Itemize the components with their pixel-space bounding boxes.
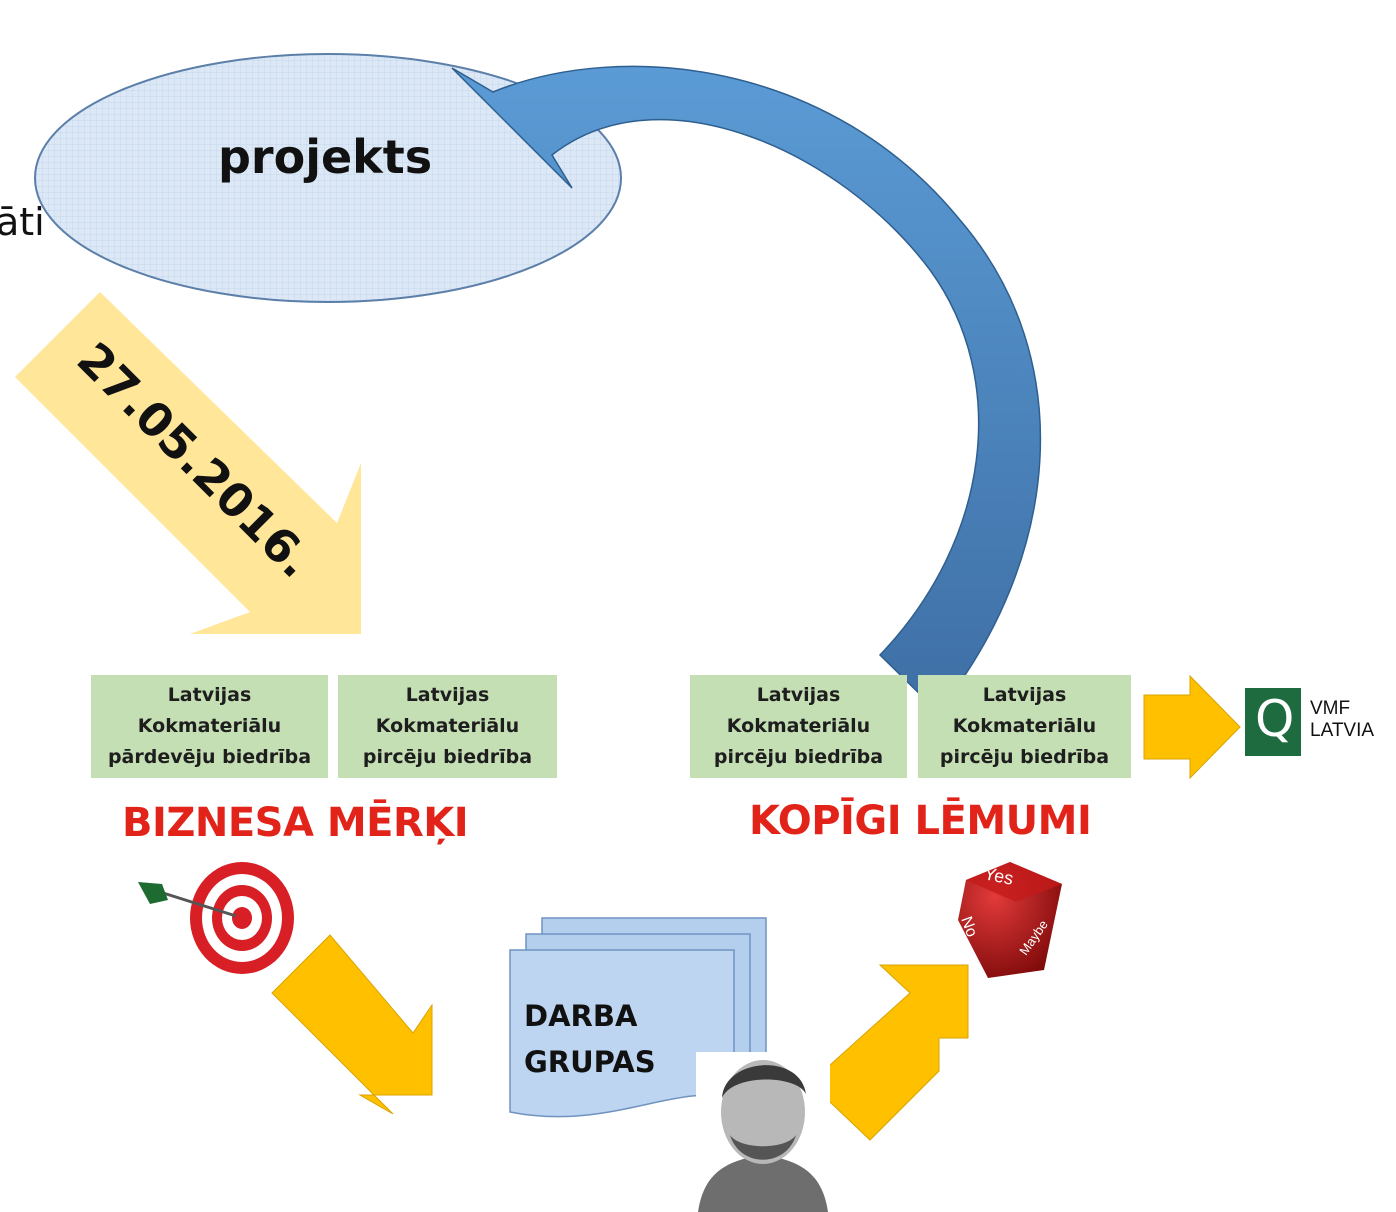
logo-line: VMF [1310, 698, 1351, 719]
vmf-logo-mark [1245, 688, 1301, 756]
association-box-buyers-right-2: Latvijas Kokmateriālu pircēju biedrība [918, 675, 1131, 778]
box-line: Latvijas [405, 684, 490, 706]
box-line: Latvijas [756, 684, 841, 706]
box-line: Kokmateriālu [952, 715, 1097, 737]
vmf-logo-text: VMF LATVIA [1310, 698, 1374, 742]
association-box-buyers-right-1: Latvijas Kokmateriālu pircēju biedrība [690, 675, 907, 778]
arrow-to-logo [1143, 674, 1241, 780]
work-groups-label: DARBA GRUPAS [524, 993, 656, 1085]
box-line: pircēju biedrība [939, 746, 1110, 768]
date-arrow [15, 292, 361, 634]
box-line: Kokmateriālu [137, 715, 282, 737]
person-photo [696, 1052, 830, 1212]
box-line: pircēju biedrība [362, 746, 533, 768]
cut-off-text: āti [0, 200, 45, 244]
project-ellipse [34, 53, 622, 303]
curved-feedback-arrow [451, 65, 1042, 714]
arrow-to-workgroups [271, 934, 433, 1115]
work-groups-line: DARBA [524, 999, 638, 1033]
box-line: Latvijas [982, 684, 1067, 706]
dart-target-icon [138, 862, 294, 974]
box-line: Kokmateriālu [375, 715, 520, 737]
arrow-to-decisions [809, 964, 969, 1141]
project-label: projekts [218, 130, 433, 184]
vmf-logo-letter: Q [1255, 690, 1295, 748]
box-line: Kokmateriālu [726, 715, 871, 737]
joint-decisions-heading: KOPĪGI LĒMUMI [749, 798, 1092, 844]
box-line: pircēju biedrība [713, 746, 884, 768]
work-groups-line: GRUPAS [524, 1045, 656, 1079]
box-line: pārdevēju biedrība [107, 746, 312, 768]
association-box-sellers: Latvijas Kokmateriālu pārdevēju biedrība [91, 675, 328, 778]
logo-line: LATVIA [1310, 720, 1375, 741]
association-box-buyers: Latvijas Kokmateriālu pircēju biedrība [338, 675, 557, 778]
box-line: Latvijas [167, 684, 252, 706]
dice-icon [958, 862, 1062, 978]
business-goals-heading: BIZNESA MĒRĶI [122, 800, 469, 846]
